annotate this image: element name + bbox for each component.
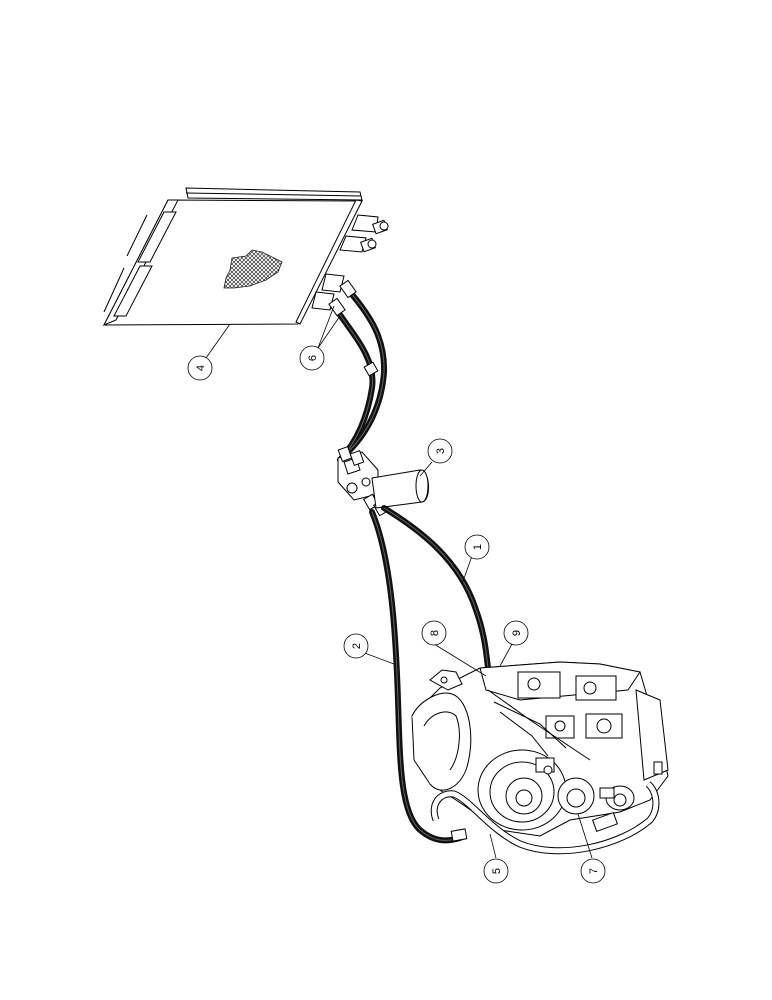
upper-hoses [335, 289, 388, 463]
svg-text:7: 7 [588, 868, 600, 874]
svg-text:3: 3 [435, 448, 447, 454]
svg-text:2: 2 [351, 643, 363, 649]
callout-7: 7 [580, 858, 606, 884]
svg-text:9: 9 [511, 630, 523, 636]
callout-2: 2 [343, 633, 369, 659]
callout-6: 6 [299, 345, 325, 371]
svg-text:6: 6 [307, 355, 319, 361]
cooler-mesh-patch [223, 249, 283, 289]
cooler-fitting-lower [311, 273, 345, 311]
svg-text:1: 1 [472, 544, 484, 550]
callout-4: 4 [187, 355, 213, 381]
leader-lines [205, 305, 593, 859]
filter-assembly [337, 446, 429, 517]
callout-5: 5 [483, 858, 509, 884]
callout-8: 8 [421, 620, 447, 646]
cooler-fitting-upper [339, 214, 389, 253]
callout-9: 9 [503, 620, 529, 646]
lower-hoses [369, 505, 491, 844]
transmission [411, 661, 669, 855]
svg-text:8: 8 [429, 630, 441, 636]
callout-1: 1 [464, 534, 490, 560]
svg-text:5: 5 [491, 868, 503, 874]
cooler-hose-fittings [328, 279, 379, 377]
callout-3: 3 [427, 438, 453, 464]
svg-text:4: 4 [195, 365, 207, 371]
oil-cooler [102, 187, 389, 326]
